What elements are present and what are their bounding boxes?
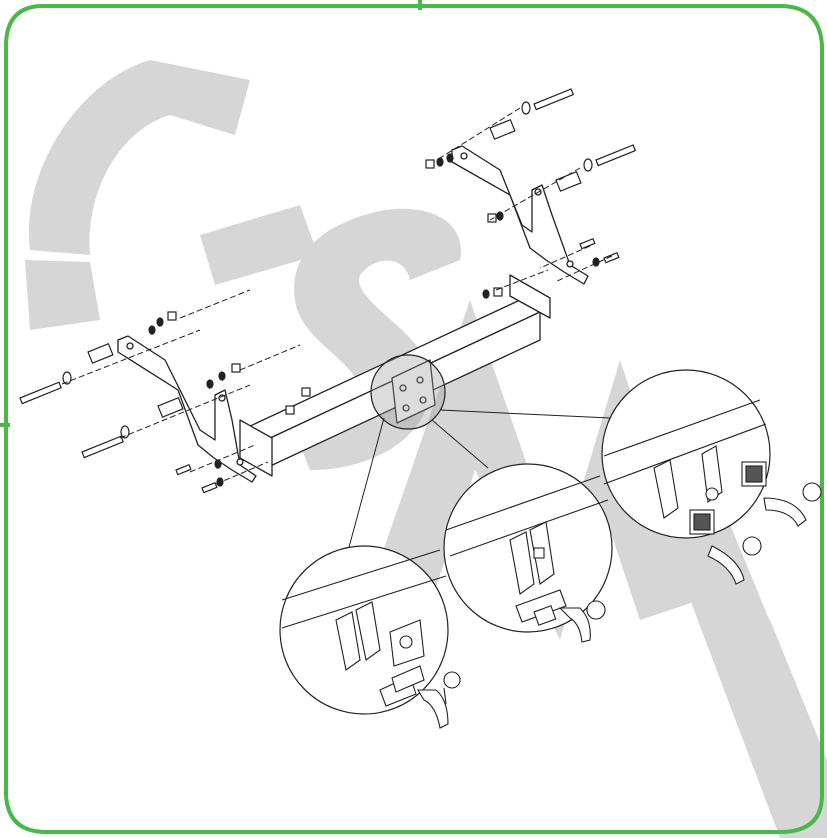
spacer-tube	[489, 118, 516, 140]
short-bolt	[603, 251, 620, 264]
short-bolt	[175, 463, 192, 476]
tow-ball	[586, 600, 606, 620]
washer	[62, 371, 72, 385]
spacer-tube	[555, 170, 582, 192]
nut	[493, 287, 503, 297]
detail-bracket-plate	[653, 459, 679, 519]
tow-ball	[802, 482, 822, 502]
long-bolt	[533, 88, 575, 111]
washer	[120, 425, 130, 439]
watermark-logo	[25, 60, 827, 838]
detail-mount-plate	[391, 665, 425, 693]
watermark-letter-m	[380, 300, 700, 640]
watermark-hyphen	[200, 205, 318, 285]
short-bolt	[579, 237, 596, 250]
assembly-guide-lines	[61, 107, 613, 485]
watermark-letter-c-lower	[25, 260, 100, 330]
detail-bracket-plate	[509, 531, 535, 595]
tow-ball-neck	[417, 689, 449, 729]
left-mounting-bracket	[117, 335, 257, 483]
nut	[167, 311, 177, 321]
tow-ball-neck	[558, 607, 591, 643]
left-hardware	[19, 311, 311, 494]
detail-view-fixed-tow-ball	[279, 545, 461, 729]
crossbeam-left-plate	[239, 419, 273, 477]
detail-view-detachable-tow-ball	[443, 463, 613, 643]
spacer-tube	[87, 342, 114, 364]
nut	[301, 387, 311, 397]
right-hardware	[425, 88, 637, 299]
nut	[487, 213, 497, 223]
tow-ball	[742, 536, 762, 556]
tow-ball-neck	[763, 497, 807, 527]
nut	[425, 159, 435, 169]
nut	[231, 363, 241, 373]
detail-bracket-plate	[335, 611, 361, 671]
detail-bracket-plate	[355, 601, 381, 661]
detail-bracket-plate	[701, 445, 723, 503]
tow-bar-crossbeam	[239, 274, 551, 477]
long-bolt	[595, 144, 637, 167]
watermark-extra-stripe	[720, 620, 827, 800]
spacer-tube	[157, 396, 184, 418]
washer	[583, 158, 593, 172]
long-bolt	[19, 381, 124, 459]
right-mounting-bracket	[451, 145, 589, 285]
detachable-receiver	[515, 589, 567, 623]
zoom-source-circle	[370, 354, 446, 430]
tow-ball-neck	[707, 545, 745, 585]
detail-leader-lines	[344, 409, 611, 563]
crossbeam-right-plate	[509, 274, 551, 319]
short-bolt	[201, 481, 218, 494]
tow-ball	[443, 671, 461, 689]
washer	[521, 101, 531, 115]
nut	[285, 405, 295, 415]
detail-view-tow-ball-with-socket	[601, 369, 822, 585]
watermark-letter-c	[28, 60, 250, 255]
